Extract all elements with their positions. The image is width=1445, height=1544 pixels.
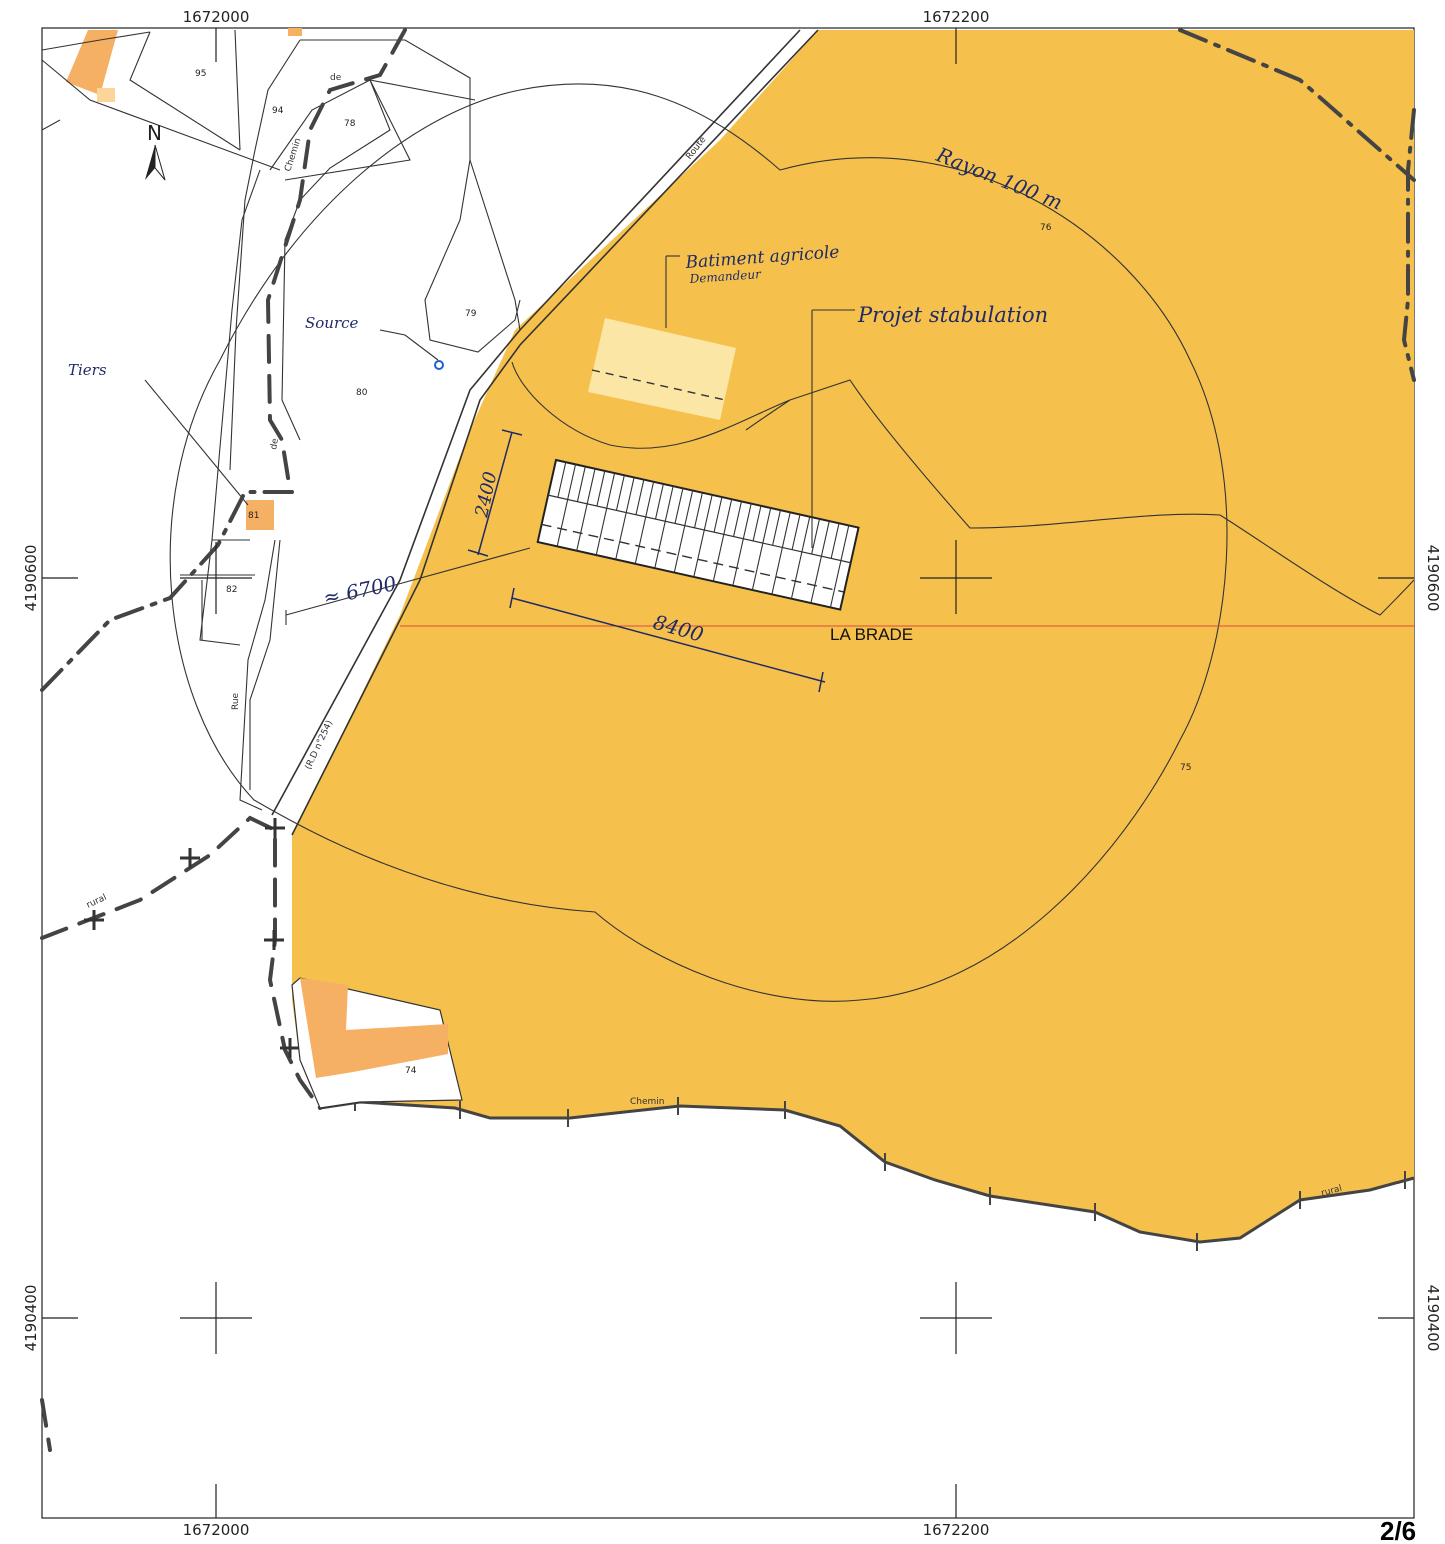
building-top-left-small <box>97 88 115 102</box>
place-name: LA BRADE <box>830 625 913 644</box>
stall-divider <box>634 481 655 564</box>
coord-y-lower-left: 4190400 <box>22 1285 40 1352</box>
stall-divider <box>830 523 840 559</box>
building-74-fill <box>300 978 448 1078</box>
coord-x-left-bottom: 1672000 <box>183 1521 250 1539</box>
planned-stabulation-building <box>536 458 860 611</box>
stall-divider <box>712 499 733 582</box>
parcel-94: 94 <box>272 106 284 116</box>
stall-divider <box>654 486 674 569</box>
route-rd254 <box>271 29 819 836</box>
cadastral-lines <box>41 29 1415 811</box>
coord-x-right-top: 1672200 <box>923 8 990 26</box>
building-top-small <box>288 28 302 36</box>
parcel-81: 81 <box>248 511 259 521</box>
stall-divider <box>791 514 801 550</box>
stall-divider <box>752 505 762 542</box>
annotation-batiment-line2: Demandeur <box>688 267 762 286</box>
coord-y-upper-left: 4190600 <box>22 545 40 612</box>
road-label-rue: Rue <box>231 692 241 710</box>
stall-divider <box>751 507 772 591</box>
stall-divider <box>654 483 664 520</box>
parcel-76: 76 <box>1040 223 1052 233</box>
annotation-projet: Projet stabulation <box>857 303 1048 327</box>
parcel-80: 80 <box>356 388 368 398</box>
building-81 <box>246 500 274 530</box>
stall-divider <box>556 464 577 547</box>
stall-divider <box>595 472 616 556</box>
chemin-dashed <box>40 28 407 1452</box>
stall-divider <box>772 510 781 546</box>
stall-divider <box>693 494 713 577</box>
stall-divider <box>811 518 821 555</box>
coord-x-right-bottom: 1672200 <box>923 1521 990 1539</box>
stall-divider <box>693 492 703 528</box>
stall-divider <box>635 479 645 515</box>
stall-divider <box>576 466 586 502</box>
parcel-82: 82 <box>226 585 237 595</box>
stall-divider <box>829 525 850 608</box>
stall-divider <box>713 496 723 533</box>
coord-y-lower-right: 4190400 <box>1424 1285 1442 1352</box>
stall-divider <box>557 462 567 498</box>
chemin-rural-bottom <box>319 1100 1415 1244</box>
commune-boundary <box>40 28 1416 692</box>
existing-agricultural-building <box>588 318 736 420</box>
coord-x-left-top: 1672000 <box>183 8 250 26</box>
road-label-chemin-bottom: Chemin <box>630 1097 665 1107</box>
chemin-ticks <box>354 1093 1406 1251</box>
coord-y-upper-right: 4190600 <box>1424 545 1442 612</box>
existing-building-dashed-line <box>591 369 726 401</box>
road-label-de: de <box>330 73 342 83</box>
stall-divider <box>596 470 606 507</box>
stall-divider <box>790 516 811 599</box>
dimension-lines <box>467 429 826 693</box>
north-label: N <box>147 121 162 145</box>
parcel-74: 74 <box>405 1066 417 1076</box>
grid-crosses <box>42 28 1414 1518</box>
stall-divider <box>576 468 596 551</box>
stall-divider <box>732 503 752 586</box>
annotation-source: Source <box>305 314 359 332</box>
annotation-tiers: Tiers <box>68 361 107 379</box>
parcel-95: 95 <box>195 69 206 79</box>
road-label-de-small: de <box>269 437 281 450</box>
stall-divider <box>615 475 625 511</box>
building-top-left <box>66 30 118 95</box>
stall-divider <box>810 520 830 604</box>
parcel-79: 79 <box>465 309 477 319</box>
water-source-icon <box>434 360 444 370</box>
parcel-78: 78 <box>344 119 356 129</box>
stall-divider <box>771 512 791 595</box>
parcel-75: 75 <box>1180 763 1191 773</box>
page-number: 2/6 <box>1380 1516 1416 1544</box>
boundary-crosses <box>84 818 300 1058</box>
stall-divider <box>615 477 635 560</box>
stall-divider <box>733 501 742 537</box>
stall-divider <box>674 488 684 524</box>
stall-divider <box>673 490 694 573</box>
north-arrow-icon <box>145 144 166 181</box>
zoning-area <box>292 30 1414 1242</box>
radius-circle <box>169 83 1228 1002</box>
